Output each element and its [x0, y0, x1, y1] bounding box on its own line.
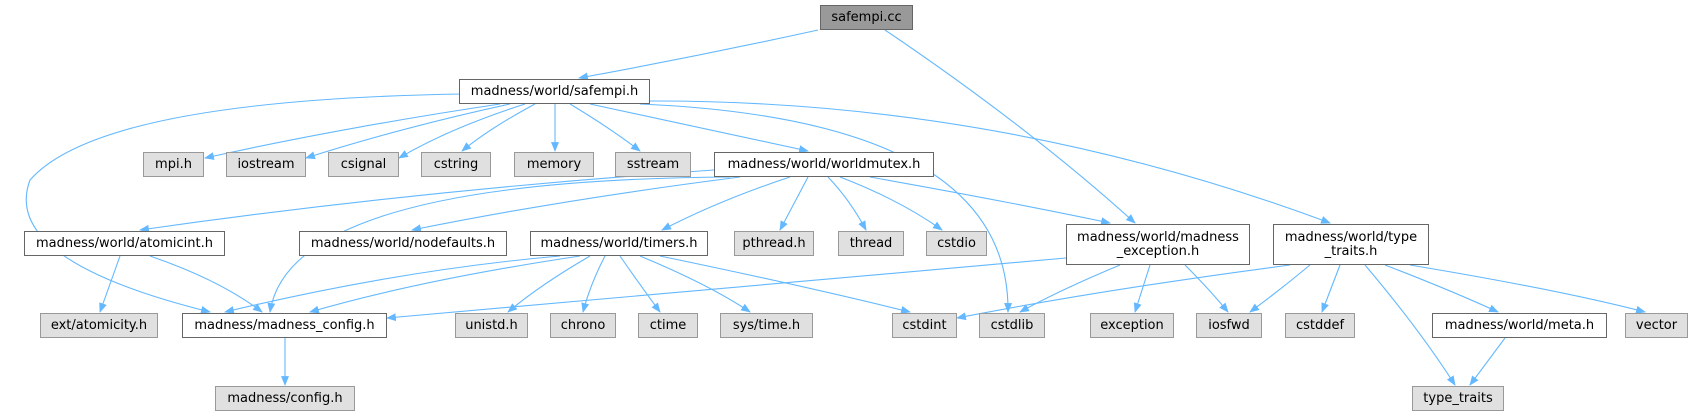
- node-type-traits-h[interactable]: madness/world/type _traits.h: [1273, 224, 1429, 265]
- node-madness-config-h[interactable]: madness/madness_config.h: [182, 313, 387, 338]
- edge-worldmutex-config: [267, 176, 731, 313]
- node-memory: memory: [514, 152, 594, 177]
- node-nodefaults-h[interactable]: madness/world/nodefaults.h: [299, 231, 507, 256]
- edge-safempih-config: [25, 93, 463, 314]
- edge-safempih-mpih: [204, 103, 501, 160]
- edge-safempih-csignal: [398, 103, 526, 159]
- edge-worldmutex-pthread: [779, 176, 809, 231]
- node-iosfwd: iosfwd: [1196, 313, 1262, 338]
- edge-exception-iosfwd: [1184, 264, 1229, 313]
- node-chrono: chrono: [550, 313, 616, 338]
- node-worldmutex-h[interactable]: madness/world/worldmutex.h: [714, 152, 934, 177]
- edge-exception-cstdlib: [1019, 264, 1121, 313]
- edge-typetraits-typetraits: [1364, 264, 1456, 386]
- node-mpi-h: mpi.h: [143, 152, 204, 177]
- edge-safempih-typetraits: [649, 100, 1331, 224]
- node-safempi-cc: safempi.cc: [820, 5, 913, 30]
- edge-safempih-sstream: [569, 103, 641, 152]
- node-timers-h[interactable]: madness/world/timers.h: [530, 231, 708, 256]
- node-cstdint: cstdint: [892, 313, 957, 338]
- edge-typetraits-cstdint: [956, 264, 1291, 321]
- edge-atomicint-config: [149, 255, 263, 313]
- edge-timers-chrono: [581, 255, 606, 313]
- node-exception: exception: [1090, 313, 1174, 338]
- edge-worldmutex-thread: [827, 176, 867, 231]
- node-cstddef: cstddef: [1285, 313, 1355, 338]
- edge-meta-typetraits: [1469, 337, 1506, 386]
- node-unistd-h: unistd.h: [455, 313, 528, 338]
- node-pthread-h: pthread.h: [734, 231, 814, 256]
- edge-exception-exception: [1133, 264, 1151, 313]
- node-config-h: madness/config.h: [215, 386, 355, 411]
- node-type-traits: type_traits: [1412, 386, 1504, 411]
- node-ctime: ctime: [638, 313, 698, 338]
- edge-worldmutex-exception: [869, 176, 1111, 226]
- edge-safempicc-exception: [884, 29, 1136, 224]
- node-sys-time-h: sys/time.h: [720, 313, 813, 338]
- edge-worldmutex-cstdio: [839, 176, 943, 231]
- edge-worldmutex-timers: [661, 176, 791, 231]
- edge-typetraits-vector: [1409, 264, 1646, 314]
- edge-safempih-worldmutex: [589, 103, 809, 154]
- edge-timers-cstdint: [659, 255, 911, 314]
- edge-worldmutex-atomicint: [139, 169, 715, 233]
- edge-exception-config: [386, 257, 1067, 322]
- edge-safempicc-safempih: [578, 29, 819, 81]
- node-csignal: csignal: [328, 152, 399, 177]
- node-meta-h[interactable]: madness/world/meta.h: [1432, 313, 1607, 338]
- edge-safempih-iostream: [305, 103, 511, 160]
- edge-typetraits-meta: [1384, 264, 1499, 313]
- edge-worldmutex-nodefaults: [411, 176, 741, 233]
- node-atomicity-h: ext/atomicity.h: [40, 313, 158, 338]
- node-thread: thread: [838, 231, 904, 256]
- node-safempi-h[interactable]: madness/world/safempi.h: [459, 79, 650, 104]
- edge-safempih-cstring: [461, 103, 536, 152]
- edge-timers-config: [309, 255, 581, 314]
- node-sstream: sstream: [615, 152, 691, 177]
- edge-typetraits-cstddef: [1321, 264, 1341, 313]
- node-cstdio: cstdio: [926, 231, 987, 256]
- edge-timers-config2: [224, 255, 561, 314]
- node-cstdlib: cstdlib: [979, 313, 1045, 338]
- edge-timers-ctime: [619, 255, 661, 313]
- edge-timers-systime: [639, 255, 751, 313]
- node-madness-exception-h[interactable]: madness/world/madness _exception.h: [1066, 224, 1250, 265]
- node-atomicint-h[interactable]: madness/world/atomicint.h: [24, 231, 225, 256]
- node-iostream: iostream: [226, 152, 306, 177]
- edge-atomicint-atomicity: [99, 255, 121, 313]
- edge-typetraits-iosfwd: [1249, 264, 1311, 313]
- node-vector: vector: [1625, 313, 1688, 338]
- node-cstring: cstring: [421, 152, 491, 177]
